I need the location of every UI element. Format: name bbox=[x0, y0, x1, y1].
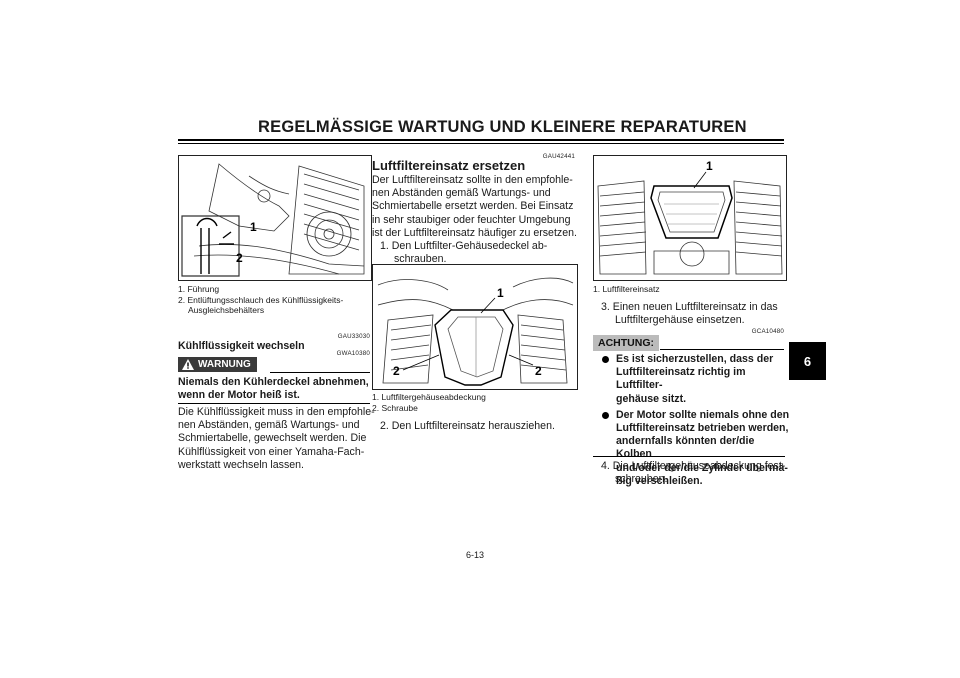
step-line: 3. Einen neuen Luftfiltereinsatz in das bbox=[601, 301, 778, 313]
caution-badge: ACHTUNG: bbox=[593, 335, 659, 351]
body-line: nen Abständen gemäß Wartungs- und bbox=[372, 187, 551, 200]
body-line: ist der Luftfiltereinsatz häufiger zu er… bbox=[372, 226, 577, 239]
callout-2: 2 bbox=[535, 364, 542, 378]
chapter-tab: 6 bbox=[789, 342, 826, 380]
caution-line: ßig verschleißen. bbox=[616, 474, 703, 487]
caution-line: andernfalls könnten der/die Kolben bbox=[616, 435, 755, 461]
step-line: Luftfiltergehäuse einsetzen. bbox=[615, 314, 745, 327]
step-line: schrauben. bbox=[394, 253, 447, 266]
legend-item: 1. Führung bbox=[178, 284, 220, 294]
caution-line: Luftfiltereinsatz richtig im Luftfilter- bbox=[616, 366, 746, 392]
figure-legend: 1. Luftfiltereinsatz bbox=[593, 284, 793, 295]
page-title: REGELMÄSSIGE WARTUNG UND KLEINERE REPARA… bbox=[258, 118, 747, 136]
callout-1: 1 bbox=[706, 159, 713, 173]
caution-rule bbox=[660, 349, 784, 350]
step-3: 3. Einen neuen Luftfiltereinsatz in das … bbox=[601, 301, 801, 327]
section-title: Kühlflüssigkeit wechseln bbox=[178, 340, 305, 352]
callout-2: 2 bbox=[236, 251, 243, 265]
legend-item: 2. Entlüftungsschlauch des Kühlflüssigke… bbox=[178, 294, 344, 305]
header-rule-thin bbox=[178, 143, 784, 144]
header-rule bbox=[178, 139, 784, 141]
body-line: Schmiertabelle, gewechselt werden. Die bbox=[178, 432, 367, 445]
caution-line: Der Motor sollte niemals ohne den bbox=[616, 408, 790, 421]
step-line: 2. Den Luftfiltereinsatz herausziehen. bbox=[380, 420, 555, 432]
caution-list: Es ist sicherzustellen, dass der Luftfil… bbox=[602, 353, 792, 488]
caution-item: Der Motor sollte niemals ohne den Luftfi… bbox=[602, 409, 792, 488]
step-4: 4. Die Luftfiltergehäuseabdeckung fest- … bbox=[601, 460, 801, 486]
body-line: Der Luftfiltereinsatz sollte in den empf… bbox=[372, 174, 573, 186]
warning-text: Niemals den Kühlerdeckel abnehmen, wenn … bbox=[178, 376, 369, 402]
warning-triangle-icon bbox=[182, 359, 194, 370]
caution-code: GCA10480 bbox=[751, 328, 784, 335]
warning-rule bbox=[270, 372, 370, 373]
caution-line: und/oder der/die Zylinder übermä- bbox=[616, 461, 788, 474]
warning-code: GWA10380 bbox=[336, 350, 370, 357]
warning-label: WARNUNG bbox=[198, 359, 251, 370]
body-paragraph: Der Luftfiltereinsatz sollte in den empf… bbox=[372, 174, 587, 266]
figure-legend: 1. Luftfiltergehäuseabdeckung 2. Schraub… bbox=[372, 392, 582, 413]
step-line: 4. Die Luftfiltergehäuseabdeckung fest- bbox=[601, 460, 786, 472]
coolant-hose-illustration: 1 2 bbox=[181, 163, 365, 277]
body-line: Schmiertabelle ersetzt werden. Bei Einsa… bbox=[372, 200, 574, 213]
body-line: in sehr staubiger oder feuchter Umgebung bbox=[372, 213, 571, 226]
air-filter-element-illustration: 1 bbox=[597, 159, 783, 275]
caution-item: Es ist sicherzustellen, dass der Luftfil… bbox=[602, 353, 792, 406]
body-line: Kühlflüssigkeit von einer Yamaha-Fach- bbox=[178, 445, 365, 458]
body-line: Die Kühlflüssigkeit muss in den empfohle… bbox=[178, 406, 375, 418]
callout-1: 1 bbox=[497, 286, 504, 300]
body-line: nen Abständen, gemäß Wartungs- und bbox=[178, 419, 360, 432]
step-line: schrauben. bbox=[615, 473, 668, 486]
figure-legend: 1. Führung 2. Entlüftungsschlauch des Kü… bbox=[178, 284, 378, 316]
callout-1: 1 bbox=[250, 220, 257, 234]
section-title: Luftfiltereinsatz ersetzen bbox=[372, 158, 526, 173]
section-code: GAU33030 bbox=[337, 333, 370, 340]
bullet-icon bbox=[602, 411, 609, 419]
bullet-icon bbox=[602, 356, 609, 363]
legend-item: 2. Schraube bbox=[372, 402, 418, 413]
warning-line: Niemals den Kühlerdeckel abnehmen, bbox=[178, 376, 369, 388]
air-filter-cover-figure: 1 2 2 bbox=[372, 264, 578, 390]
caution-line: gehäuse sitzt. bbox=[616, 392, 687, 405]
legend-item: Ausgleichsbehälters bbox=[188, 305, 265, 315]
caution-line: Es ist sicherzustellen, dass der bbox=[616, 353, 774, 365]
body-paragraph: Die Kühlflüssigkeit muss in den empfohle… bbox=[178, 406, 378, 472]
step-line: 1. Den Luftfilter-Gehäusedeckel ab- bbox=[380, 240, 548, 253]
coolant-hose-figure: 1 2 bbox=[178, 155, 372, 281]
page-number: 6-13 bbox=[466, 550, 485, 560]
callout-2: 2 bbox=[393, 364, 400, 378]
section-code: GAU42441 bbox=[542, 153, 575, 160]
warning-badge: WARNUNG bbox=[178, 357, 257, 372]
legend-item: 1. Luftfiltergehäuseabdeckung bbox=[372, 392, 486, 402]
warning-line: wenn der Motor heiß ist. bbox=[178, 389, 300, 401]
warning-bottom-rule bbox=[178, 403, 370, 404]
caution-line: Luftfiltereinsatz betrieben werden, bbox=[616, 422, 789, 435]
air-filter-cover-illustration: 1 2 2 bbox=[377, 277, 574, 386]
caution-bottom-rule bbox=[593, 456, 785, 457]
air-filter-element-figure: 1 bbox=[593, 155, 787, 281]
legend-item: 1. Luftfiltereinsatz bbox=[593, 284, 660, 294]
body-line: werkstatt wechseln lassen. bbox=[178, 458, 305, 471]
